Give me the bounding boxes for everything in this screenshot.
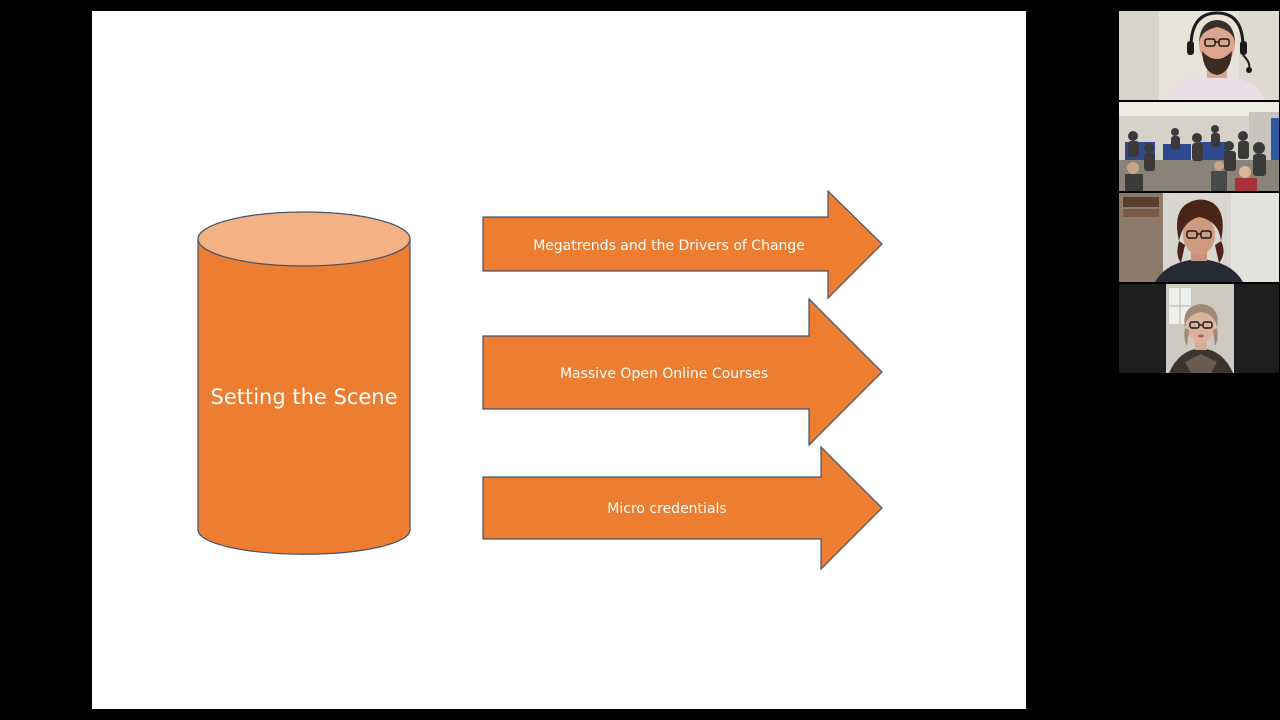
- participant-video-woman-glasses: [1119, 193, 1279, 282]
- arrow-label-moocs: Massive Open Online Courses: [560, 366, 768, 382]
- presentation-slide: Setting the Scene Megatrends and the Dri…: [92, 11, 1026, 709]
- participant-tile-3[interactable]: [1119, 193, 1279, 282]
- participant-tile-2[interactable]: [1119, 102, 1279, 191]
- arrow-label-megatrends: Megatrends and the Drivers of Change: [533, 238, 805, 254]
- participant-tile-4[interactable]: [1119, 284, 1279, 373]
- participant-video-woman-speaking: [1119, 284, 1279, 373]
- arrow-megatrends: [482, 189, 883, 300]
- participant-tile-1[interactable]: [1119, 11, 1279, 100]
- cylinder-shape: [197, 211, 411, 555]
- participant-video-man-headset: [1119, 11, 1279, 100]
- participant-video-classroom: [1119, 102, 1279, 191]
- arrow-label-micro-credentials: Micro credentials: [607, 501, 726, 517]
- arrow-micro-credentials: [482, 445, 883, 571]
- slide-diagram: Setting the Scene Megatrends and the Dri…: [197, 189, 883, 571]
- cylinder-label: Setting the Scene: [210, 385, 397, 409]
- arrow-moocs: [482, 297, 883, 447]
